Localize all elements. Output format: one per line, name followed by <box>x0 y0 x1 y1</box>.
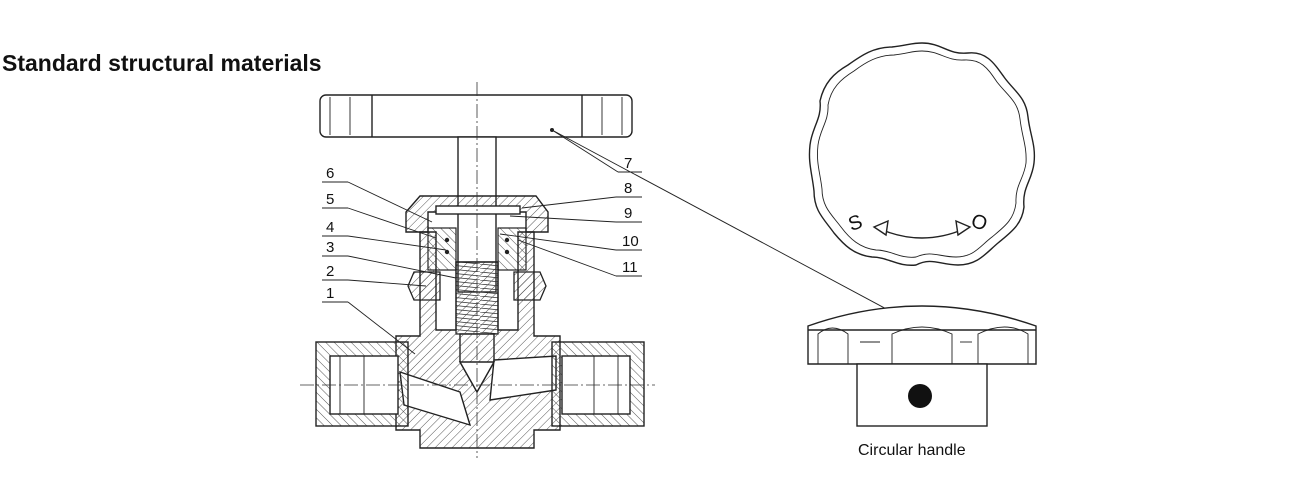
part-number-10: 10 <box>622 233 639 250</box>
page-title: Standard structural materials <box>2 50 322 76</box>
part-number-4: 4 <box>326 219 334 236</box>
valve-body <box>395 231 561 449</box>
part-number-1: 1 <box>326 285 334 302</box>
t-handle <box>319 94 633 138</box>
part-number-8: 8 <box>624 180 632 197</box>
set-screw-hole <box>908 384 932 408</box>
part-number-7: 7 <box>624 155 632 172</box>
circular-handle-side-view <box>807 305 1037 427</box>
part-number-9: 9 <box>624 205 632 222</box>
handle-caption: Circular handle <box>858 442 966 459</box>
part-number-3: 3 <box>326 239 334 256</box>
part-number-5: 5 <box>326 191 334 208</box>
left-fitting <box>315 341 409 427</box>
part-number-2: 2 <box>326 263 334 280</box>
circular-handle-top-view: S O <box>808 42 1036 266</box>
right-fitting <box>551 341 645 427</box>
part-number-6: 6 <box>326 165 334 182</box>
part-callouts: 6 5 4 3 2 1 7 8 9 10 11 <box>322 128 894 355</box>
part-number-11: 11 <box>622 259 638 276</box>
dial-letter-s: S <box>845 211 865 236</box>
dial-letter-o: O <box>968 210 990 236</box>
